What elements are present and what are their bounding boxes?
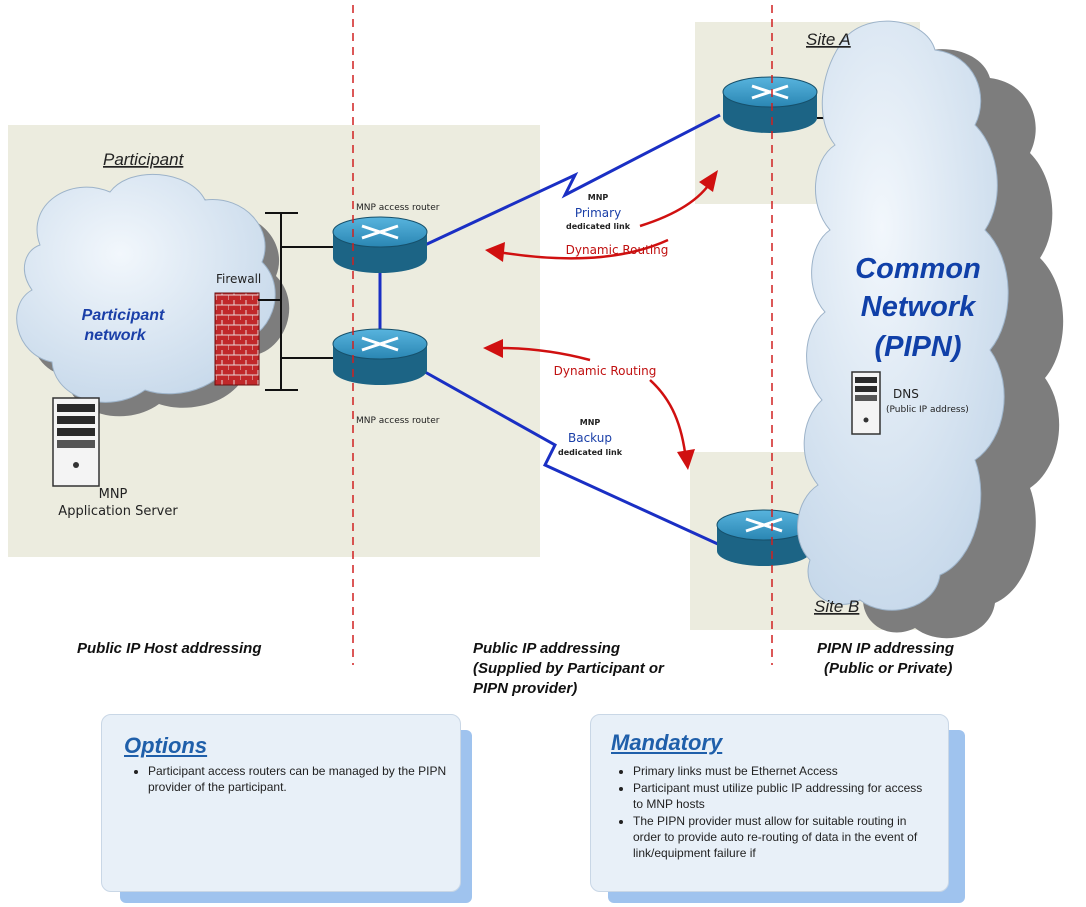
backup-link bbox=[424, 370, 721, 547]
mandatory-box: Mandatory Primary links must be Ethernet… bbox=[590, 714, 949, 892]
backup-link-label-3: dedicated link bbox=[558, 448, 623, 457]
arrow-head-1 bbox=[485, 242, 505, 262]
server-label-2: Application Server bbox=[58, 504, 178, 519]
dns-sub-label: (Public IP address) bbox=[886, 405, 969, 415]
primary-link-label-1: MNP bbox=[588, 193, 609, 202]
common-network-label-2: Network bbox=[861, 291, 977, 323]
arrow-head-4 bbox=[677, 449, 695, 470]
arrow-head-2 bbox=[699, 170, 718, 192]
server-label-1: MNP bbox=[99, 487, 128, 502]
participant-cloud bbox=[16, 173, 290, 417]
primary-link-label-3: dedicated link bbox=[566, 222, 631, 231]
site-b-title: Site B bbox=[814, 597, 859, 616]
router-bottom-label: MNP access router bbox=[356, 416, 440, 426]
firewall-icon bbox=[214, 292, 260, 386]
arrow-head-3 bbox=[483, 339, 503, 358]
addressing-left: Public IP Host addressing bbox=[77, 640, 261, 657]
mandatory-item: Primary links must be Ethernet Access bbox=[633, 763, 933, 779]
site-a-title: Site A bbox=[806, 30, 851, 49]
options-box: Options Participant access routers can b… bbox=[101, 714, 461, 892]
dns-label: DNS bbox=[893, 387, 919, 401]
dynamic-routing-arrows bbox=[497, 179, 714, 461]
addressing-middle-3: PIPN provider) bbox=[473, 680, 577, 697]
lan-bus bbox=[258, 212, 335, 391]
backup-link-label-1: MNP bbox=[580, 418, 601, 427]
common-network-label-1: Common bbox=[855, 253, 981, 285]
options-item: Participant access routers can be manage… bbox=[148, 763, 448, 795]
primary-link-label-2: Primary bbox=[575, 206, 621, 220]
router-icon-bottom bbox=[332, 328, 428, 385]
mandatory-item: Participant must utilize public IP addre… bbox=[633, 780, 933, 812]
mandatory-item: The PIPN provider must allow for suitabl… bbox=[633, 813, 933, 861]
addressing-right-1: PIPN IP addressing bbox=[817, 640, 954, 657]
common-network-label-3: (PIPN) bbox=[875, 331, 962, 363]
server-icon bbox=[52, 397, 100, 487]
mandatory-list: Primary links must be Ethernet Access Pa… bbox=[613, 763, 933, 862]
dynamic-routing-label-top: Dynamic Routing bbox=[566, 243, 669, 257]
router-icon-top bbox=[332, 216, 428, 273]
participant-network-label-1: Participant bbox=[82, 307, 165, 324]
addressing-middle-1: Public IP addressing bbox=[473, 640, 620, 657]
router-top-label: MNP access router bbox=[356, 203, 440, 213]
participant-title: Participant bbox=[103, 150, 185, 169]
options-title: Options bbox=[124, 733, 208, 758]
firewall-label: Firewall bbox=[216, 272, 261, 286]
dns-server-icon bbox=[851, 371, 881, 435]
backup-link-label-2: Backup bbox=[568, 431, 612, 445]
dynamic-routing-label-bottom: Dynamic Routing bbox=[554, 364, 657, 378]
router-icon-site-a bbox=[722, 76, 818, 133]
router-icon-site-b bbox=[716, 509, 812, 566]
options-list: Participant access routers can be manage… bbox=[128, 763, 448, 796]
common-network-cloud bbox=[797, 20, 1064, 639]
addressing-right-2: (Public or Private) bbox=[824, 660, 952, 677]
participant-network-label-2: network bbox=[84, 327, 146, 344]
mandatory-title: Mandatory bbox=[611, 730, 723, 755]
addressing-middle-2: (Supplied by Participant or bbox=[473, 660, 665, 677]
primary-link bbox=[424, 113, 721, 247]
